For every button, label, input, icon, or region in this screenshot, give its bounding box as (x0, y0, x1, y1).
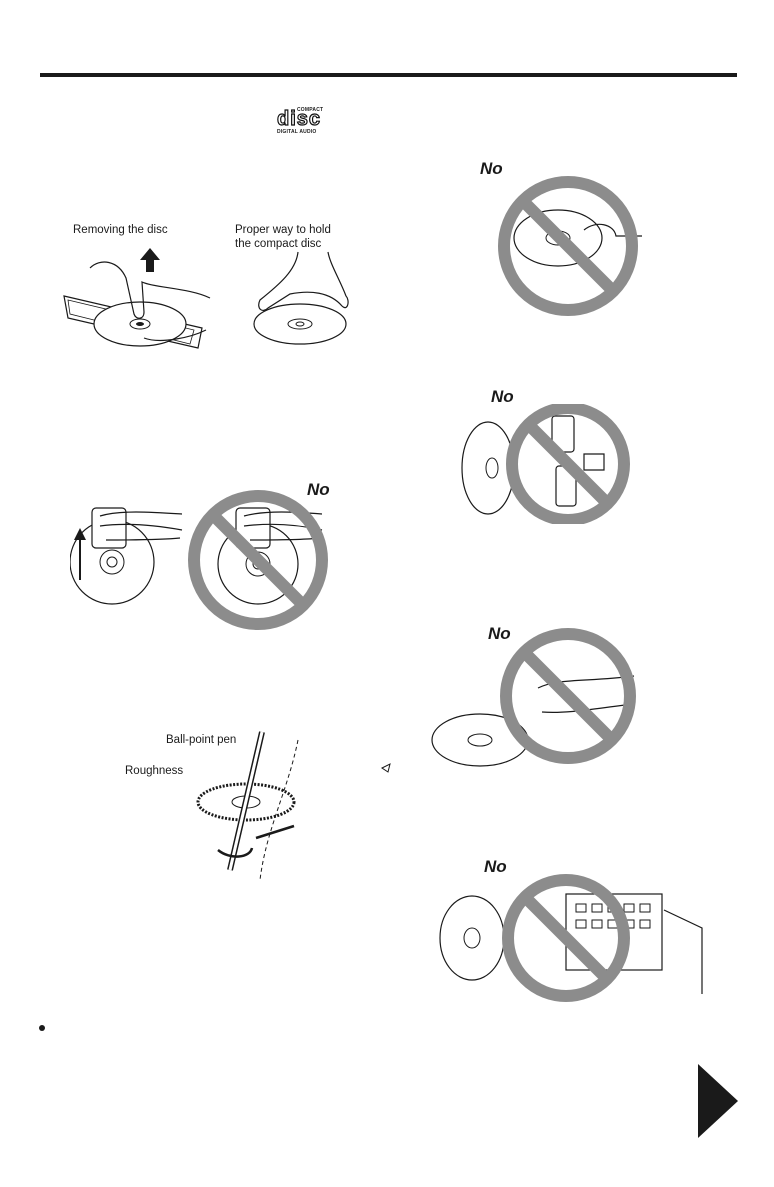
bullet-icon (39, 1025, 45, 1031)
next-page-arrow-icon[interactable] (698, 1064, 738, 1138)
no-label-wipe: No (307, 483, 330, 497)
label-removing-disc: Removing the disc (73, 223, 168, 237)
logo-main-text: disc (277, 109, 321, 129)
figure-no-writing (496, 176, 646, 326)
figure-proper-hold (250, 250, 360, 350)
figure-no-damage (378, 628, 648, 788)
header-rule (40, 73, 737, 77)
figure-wipe-wrong (186, 480, 336, 630)
no-label-damage: No (488, 627, 511, 641)
label-proper-hold-2: the compact disc (235, 237, 321, 251)
no-label-solvents: No (491, 390, 514, 404)
figure-no-solvents (458, 404, 648, 524)
compact-disc-logo: COMPACT disc DIGITAL AUDIO (277, 107, 337, 131)
label-roughness: Roughness (125, 764, 183, 778)
lift-arrow-icon (140, 248, 160, 272)
figure-removing-disc (60, 248, 220, 358)
figure-wipe-correct (70, 500, 190, 610)
logo-bottom-text: DIGITAL AUDIO (277, 129, 316, 135)
label-proper-hold-1: Proper way to hold (235, 223, 331, 237)
no-label-wrong-slot: No (484, 860, 507, 874)
tilt-arrow-icon (256, 826, 294, 838)
figure-no-wrong-slot (436, 874, 706, 1004)
figure-ballpoint-pen (190, 730, 310, 890)
no-label-writing: No (480, 162, 503, 176)
